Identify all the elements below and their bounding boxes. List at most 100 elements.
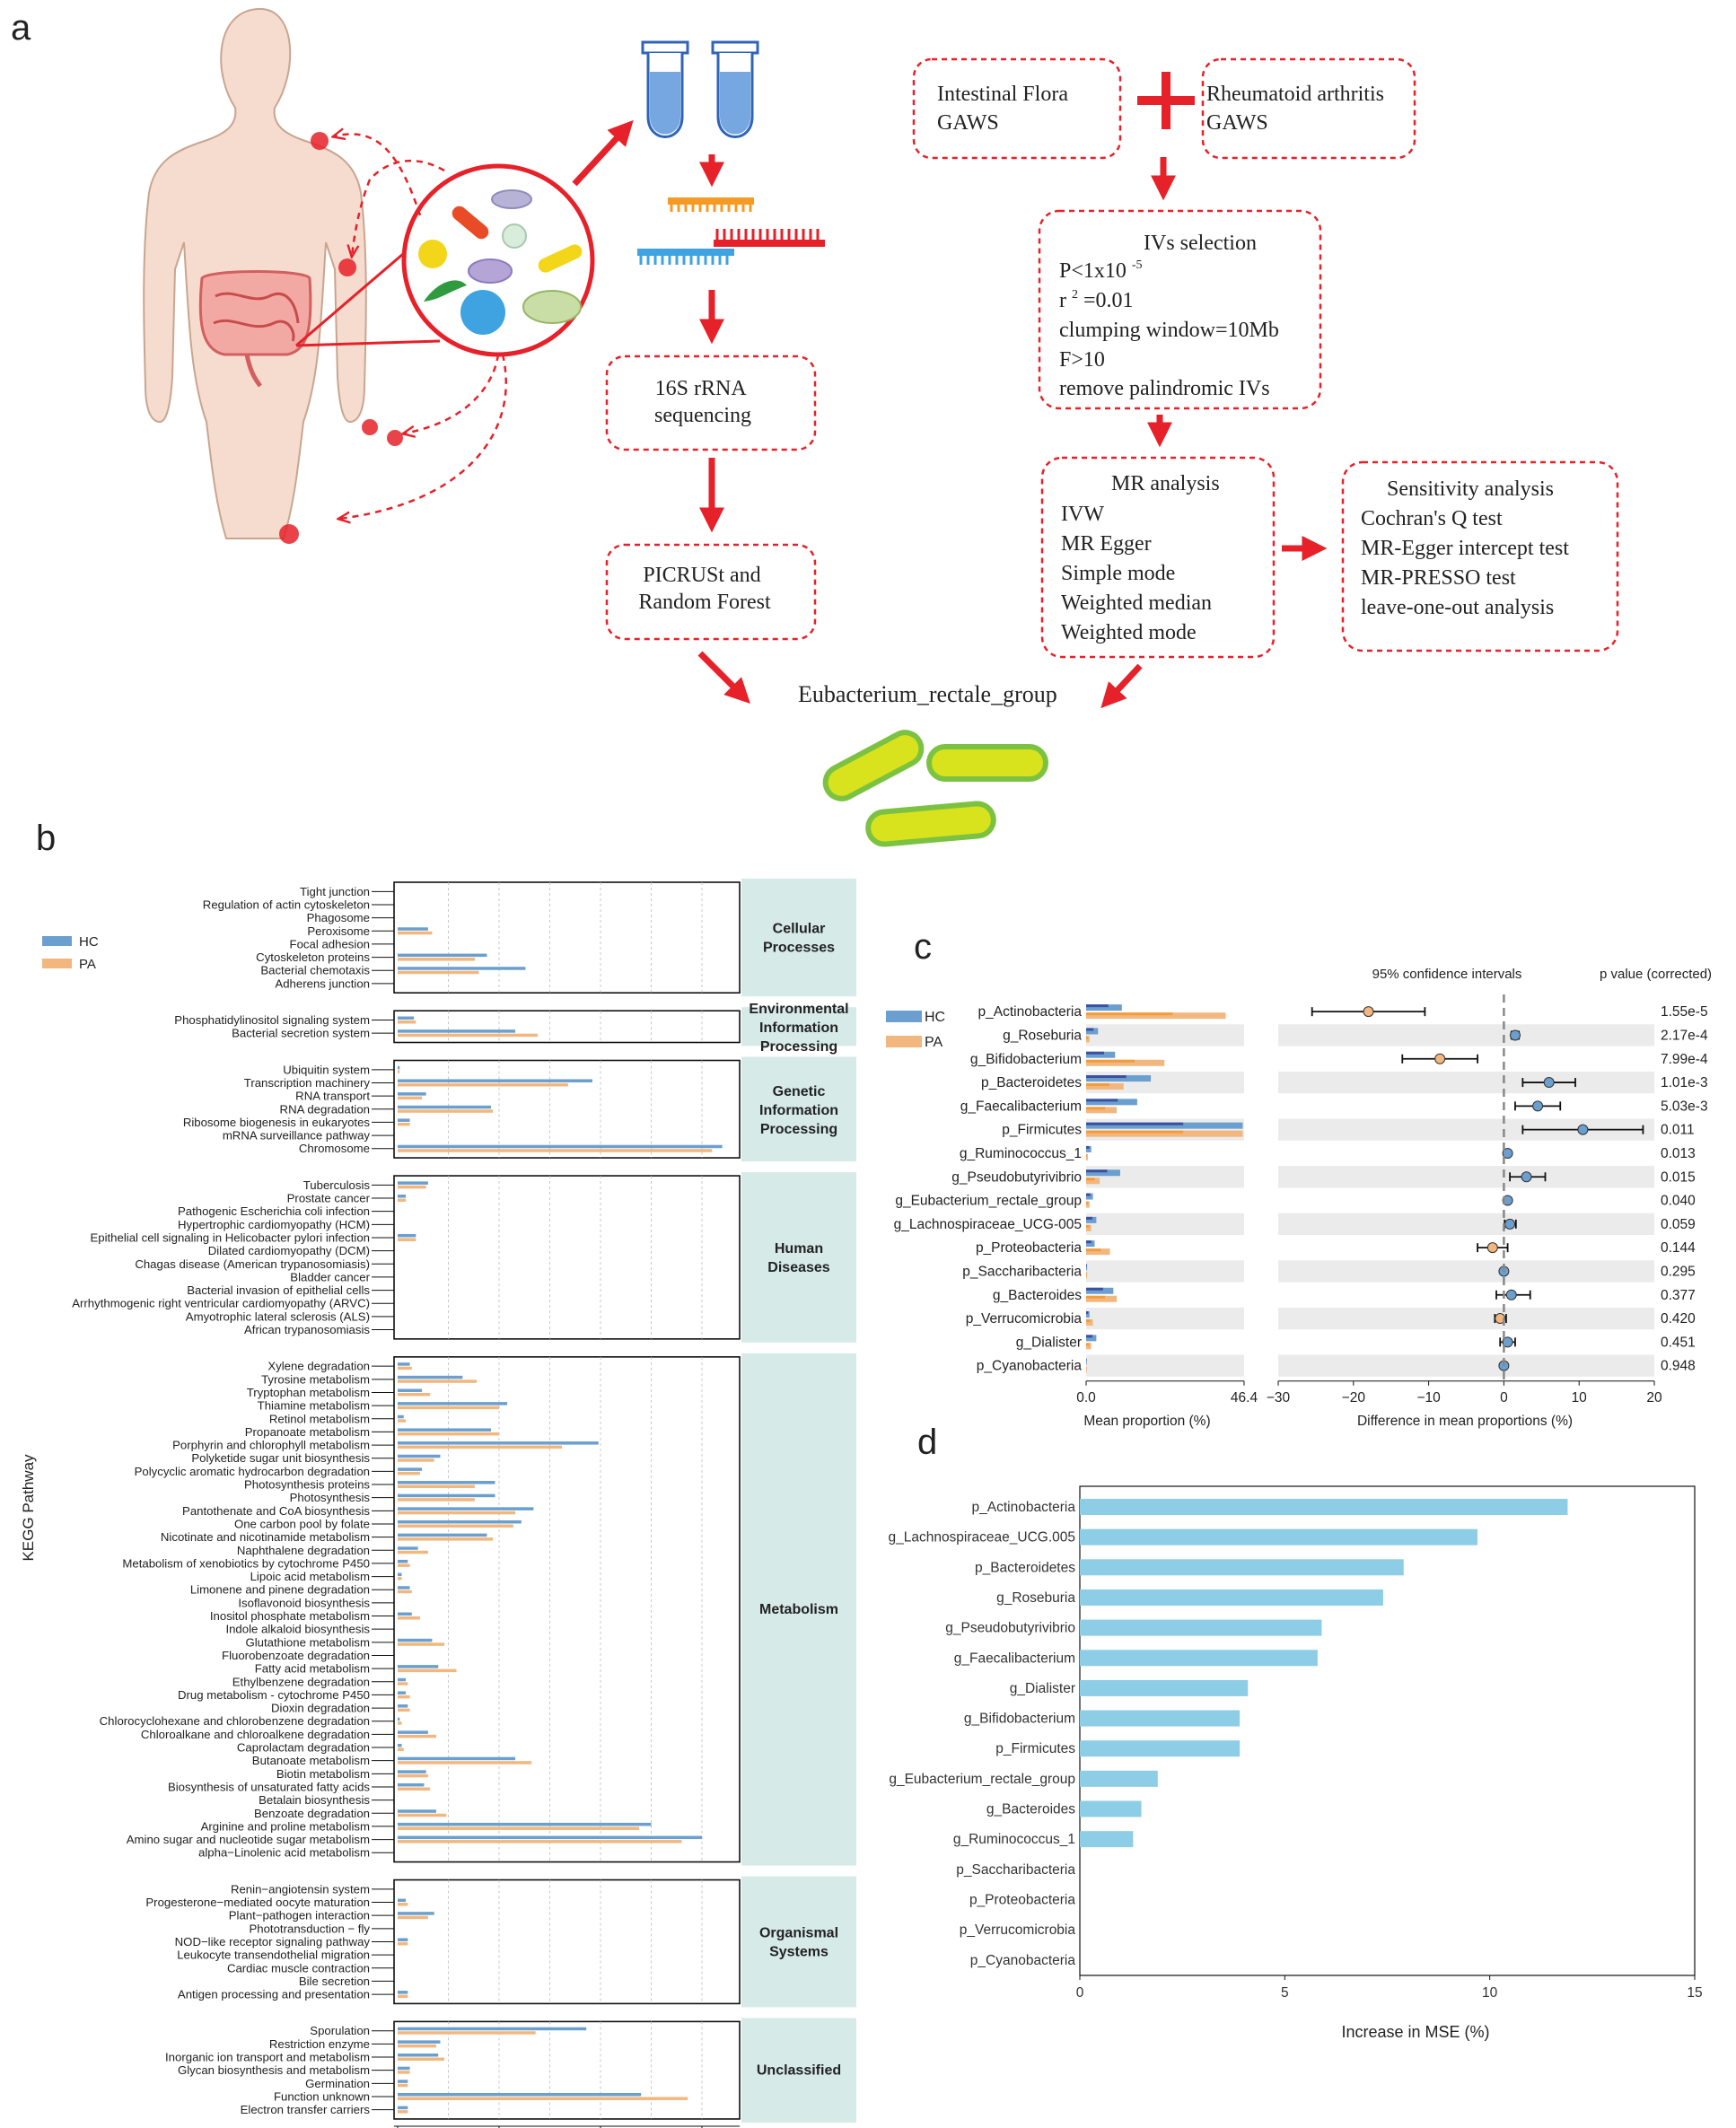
svg-text:16S rRNA sequencing: 16S rRNA sequencing [654, 377, 751, 427]
ivs-line-p: P<1x10 [1059, 259, 1127, 283]
kegg-bar-pa [398, 1840, 682, 1843]
legend-swatch-pa [42, 959, 72, 968]
kegg-pathway-label: Betalain biosynthesis [259, 1793, 370, 1807]
kegg-pathway-label: Tight junction [300, 885, 370, 898]
ci-point [1532, 1100, 1544, 1112]
kegg-bar-hc [398, 1638, 433, 1642]
p-value: 0.295 [1661, 1264, 1696, 1279]
intestine-illustration [198, 270, 312, 388]
kegg-pathway-label: Renin−angiotensin system [231, 1882, 370, 1896]
kegg-pathway-label: Adherens junction [275, 976, 370, 990]
ci-point [1495, 1313, 1506, 1325]
p-value-title: p value (corrected) [1600, 967, 1712, 982]
kegg-pathway-label: Polycyclic aromatic hydrocarbon degradat… [135, 1465, 370, 1478]
kegg-bar-pa [398, 1616, 420, 1620]
kegg-pathway-label: Arrhythmogenic right ventricular cardiom… [72, 1297, 370, 1310]
row-stripe-left [1086, 1354, 1244, 1377]
kegg-bar-pa [398, 1642, 444, 1646]
kegg-pathway-label: Limonene and pinene degradation [190, 1583, 370, 1597]
kegg-bar-pa [398, 2083, 408, 2088]
kegg-group-label: Human [775, 1241, 823, 1257]
kegg-pathway-label: Isoflavonoid biosynthesis [238, 1596, 370, 1609]
kegg-pathway-label: Ubiquitin system [283, 1063, 370, 1076]
importance-label: g_Bifidobacterium [964, 1712, 1075, 1727]
kegg-bar-pa [398, 931, 433, 935]
bar-pa-mean [1086, 1107, 1106, 1110]
bar-pa [1086, 1295, 1118, 1302]
ci-point [1363, 1006, 1374, 1018]
kegg-pathway-label: African trypanosomiasis [244, 1323, 370, 1336]
kegg-pathway-label: Transcription machinery [244, 1076, 371, 1090]
box-picrust-line2: Random Forest [638, 591, 771, 614]
bar-hc-mean [1086, 1028, 1094, 1031]
taxon-label: p_Firmicutes [1002, 1123, 1082, 1138]
kegg-pathway-label: Metabolism of xenobiotics by cytochrome … [122, 1556, 370, 1570]
kegg-pathway-label: Restriction enzyme [269, 2037, 370, 2051]
bar-hc [1086, 1311, 1090, 1318]
row-stripe-right [1278, 1307, 1654, 1330]
kegg-pathway-label: Drug metabolism - cytochrome P450 [178, 1688, 370, 1702]
taxon-label: p_Verrucomicrobia [966, 1311, 1083, 1327]
kegg-pathway-label: Fluorobenzoate degradation [222, 1649, 370, 1662]
kegg-bar-pa [398, 2031, 536, 2035]
importance-bar [1080, 1559, 1404, 1576]
kegg-bar-hc [398, 1029, 516, 1033]
panel-letter-a: a [11, 8, 31, 48]
importance-label: p_Cyanobacteria [970, 1953, 1076, 1968]
kegg-pathway-label: Chromosome [299, 1142, 370, 1155]
kegg-bar-hc [398, 1704, 408, 1708]
row-stripe-right [1278, 1166, 1654, 1188]
kegg-bar-hc [398, 1546, 418, 1550]
kegg-bar-hc [398, 1233, 416, 1238]
kegg-pathway-label: Arginine and proline metabolism [201, 1819, 370, 1833]
row-stripe-right [1278, 1260, 1654, 1283]
p-value: 0.377 [1661, 1288, 1696, 1303]
kegg-bar-pa [398, 2057, 444, 2062]
kegg-group-band [741, 879, 856, 997]
kegg-pathway-label: Bladder cancer [290, 1270, 370, 1283]
legend-label-pa: PA [79, 957, 96, 972]
importance-bar [1080, 1499, 1568, 1515]
row-stripe-left [1086, 1166, 1244, 1188]
kegg-bar-pa [398, 1577, 402, 1581]
legend-label-pa-c: PA [925, 1035, 943, 1050]
kegg-bar-pa [398, 1826, 639, 1830]
kegg-bar-hc [398, 1991, 408, 1994]
kegg-bar-hc [398, 2066, 410, 2071]
bar-pa [1086, 1272, 1088, 1279]
importance-label: p_Saccharibacteria [956, 1862, 1075, 1878]
bar-hc-mean [1086, 1311, 1089, 1315]
right-x-tick-label: −30 [1267, 1390, 1291, 1406]
bar-pa [1086, 1107, 1118, 1114]
kegg-group-band [741, 1876, 856, 2008]
kegg-group-label: Processes [763, 941, 835, 956]
kegg-bar-pa [398, 1511, 516, 1515]
kegg-bar-hc [398, 1467, 423, 1471]
kegg-pathway-label: Epithelial cell signaling in Helicobacte… [90, 1230, 370, 1244]
kegg-group-band [741, 1007, 856, 1046]
ci-point [1505, 1289, 1517, 1300]
kegg-bar-pa [398, 2044, 436, 2048]
importance-bar [1080, 1589, 1383, 1606]
panel-a-workflow: 16S rRNA sequencing PICRUSt and Random F… [143, 7, 1619, 847]
kegg-bar-pa [398, 1198, 407, 1203]
kegg-bar-pa [398, 1185, 426, 1189]
kegg-pathway-label: Lipoic acid metabolism [250, 1570, 370, 1583]
importance-bar [1080, 1679, 1249, 1696]
ci-point [1502, 1147, 1513, 1159]
kegg-group-frame [393, 2020, 741, 2120]
kegg-bar-hc [398, 2106, 408, 2110]
panel-letter-b: b [36, 819, 56, 858]
ivs-line-r-exp: 2 [1072, 288, 1078, 302]
sens-cochran: Cochran's Q test [1361, 507, 1503, 530]
kegg-pathway-label: Tyrosine metabolism [261, 1372, 370, 1386]
bar-hc [1086, 1169, 1120, 1177]
importance-bar [1080, 1619, 1322, 1636]
kegg-bar-pa [398, 1589, 412, 1594]
kegg-pathway-label: mRNA surveillance pathway [223, 1129, 371, 1143]
ci-point [1521, 1171, 1532, 1183]
ivs-title: IVs selection [1144, 232, 1257, 255]
kegg-pathway-label: Phagosome [307, 911, 370, 924]
bar-pa-mean [1086, 1036, 1089, 1039]
kegg-bar-pa [398, 958, 475, 961]
